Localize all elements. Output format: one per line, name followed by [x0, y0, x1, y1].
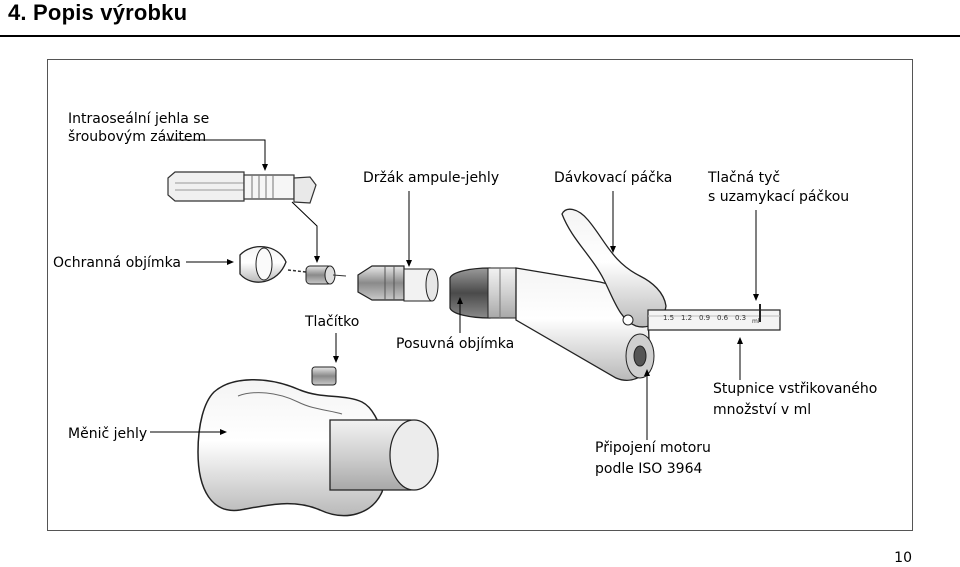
label-needle-line2: šroubovým závitem	[68, 129, 207, 145]
scale-tick: 0.3	[735, 314, 747, 322]
scale-tick: 0.9	[699, 314, 711, 322]
scale-tick: 0.6	[717, 314, 729, 322]
label-scale-line1: Stupnice vstřikovaného	[713, 381, 878, 397]
label-sleeve: Posuvná objímka	[396, 336, 515, 352]
label-button: Tlačítko	[305, 314, 360, 330]
intraosseous-needle	[167, 171, 317, 204]
scale-tick: 1.5	[663, 314, 675, 322]
leader-lines	[150, 139, 759, 440]
label-push-rod-line2: s uzamykací páčkou	[708, 189, 850, 205]
push-rod	[647, 304, 781, 331]
label-dosing-lever: Dávkovací páčka	[554, 170, 673, 186]
label-changer: Měnič jehly	[68, 426, 148, 442]
scale-tick: 1.2	[681, 314, 693, 322]
section-heading: 4. Popis výrobku	[8, 0, 188, 25]
label-scale-line2: množství v ml	[713, 402, 812, 418]
label-motor-line2: podle ISO 3964	[595, 461, 703, 477]
needle-hub	[305, 265, 347, 285]
needle-changer	[197, 366, 439, 517]
ampoule-needle-holder	[357, 265, 439, 302]
heading-rule	[0, 35, 960, 37]
label-push-rod-line1: Tlačná tyč	[708, 170, 781, 186]
label-motor-line1: Připojení motoru	[595, 440, 711, 456]
page-number: 10	[894, 550, 912, 566]
label-holder: Držák ampule-jehly	[363, 170, 500, 186]
label-needle-line1: Intraoseální jehla se	[68, 111, 210, 127]
scale-tick: ml	[752, 318, 760, 325]
dosing-lever	[561, 208, 667, 328]
label-cap: Ochranná objímka	[53, 255, 182, 271]
figure-frame	[47, 59, 913, 531]
protective-cap	[239, 246, 307, 283]
